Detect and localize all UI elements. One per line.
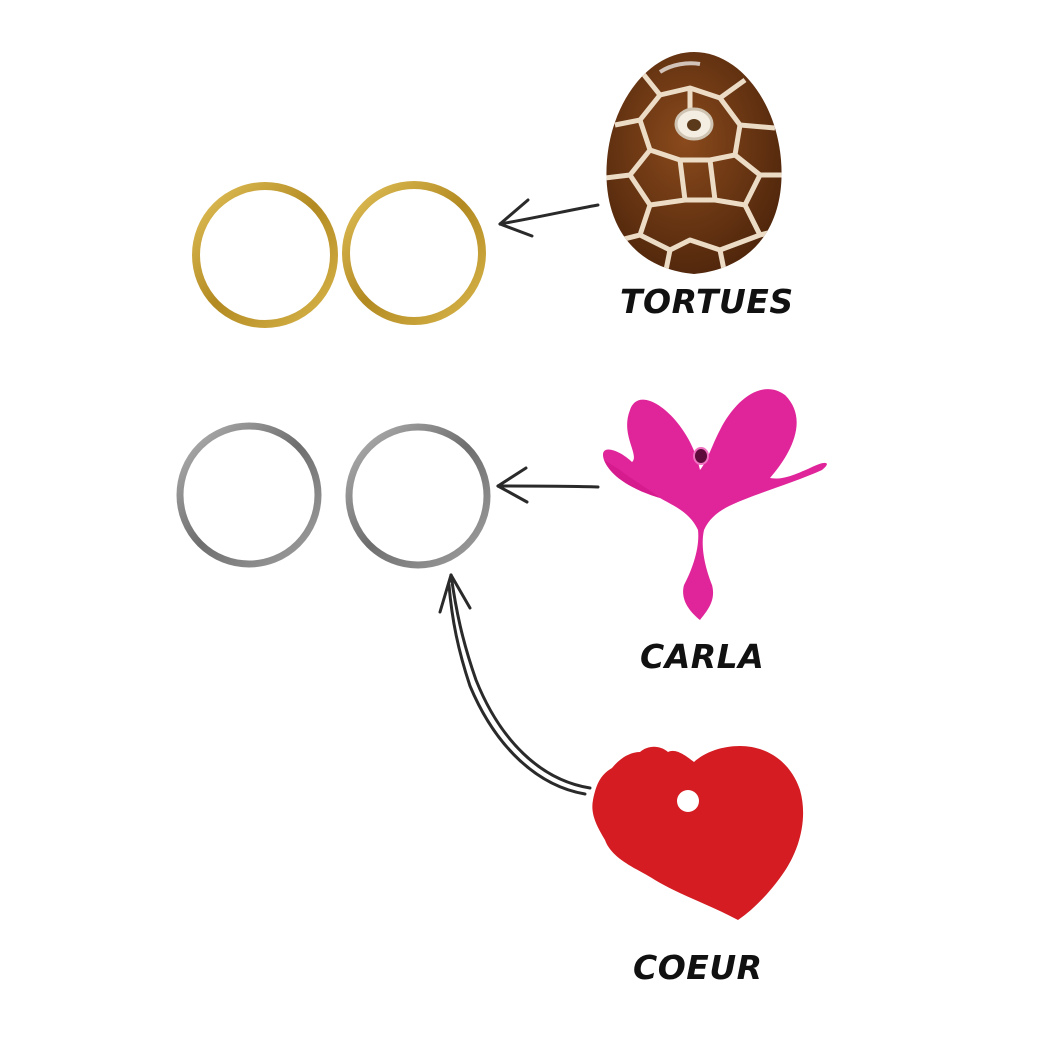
gold-hoop-right: [342, 181, 486, 325]
silver-hoop-pair: [176, 422, 491, 569]
arrow-carla: [496, 466, 600, 504]
arrow-tortues: [498, 198, 600, 238]
red-heart-pendant: [592, 746, 804, 920]
turtle-shell-bead: [606, 52, 782, 274]
label-coeur: COEUR: [633, 948, 763, 987]
label-carla: CARLA: [640, 637, 765, 676]
silver-hoop-left: [176, 422, 322, 568]
gold-hoop-left: [192, 182, 338, 328]
label-tortues: TORTUES: [620, 282, 794, 321]
silver-hoop-right: [345, 423, 491, 569]
pink-flower-pendant: [602, 389, 827, 620]
arrow-coeur: [438, 573, 592, 796]
gold-hoop-pair: [192, 181, 486, 328]
